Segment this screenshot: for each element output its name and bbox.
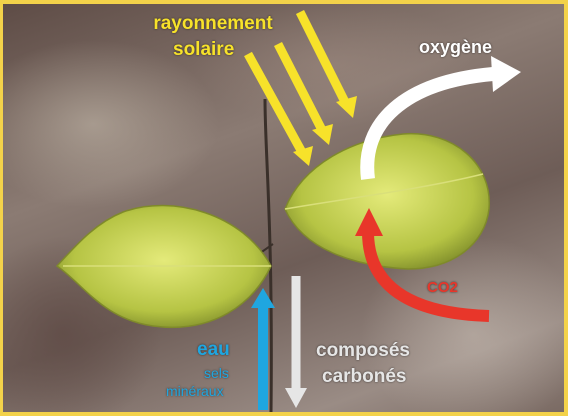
sunlight-arrows — [248, 12, 357, 166]
oxygen-label: oxygène — [419, 38, 492, 56]
diagram-canvas — [3, 4, 564, 412]
diagram-frame: rayonnement solaire oxygène CO2 eau sels… — [3, 4, 564, 412]
salts-label-line1: sels — [204, 366, 229, 380]
carbon-label-line1: composés — [316, 341, 410, 360]
water-label: eau — [197, 340, 230, 359]
carbon-label-line2: carbonés — [322, 367, 406, 386]
sunlight-label-line1: rayonnement — [143, 14, 283, 33]
sunlight-label-line2: solaire — [173, 40, 234, 59]
carbon-compounds-arrow — [285, 276, 307, 408]
right-leaf — [285, 134, 489, 269]
salts-label-line2: minéraux — [166, 384, 224, 398]
co2-label: CO2 — [427, 280, 458, 295]
